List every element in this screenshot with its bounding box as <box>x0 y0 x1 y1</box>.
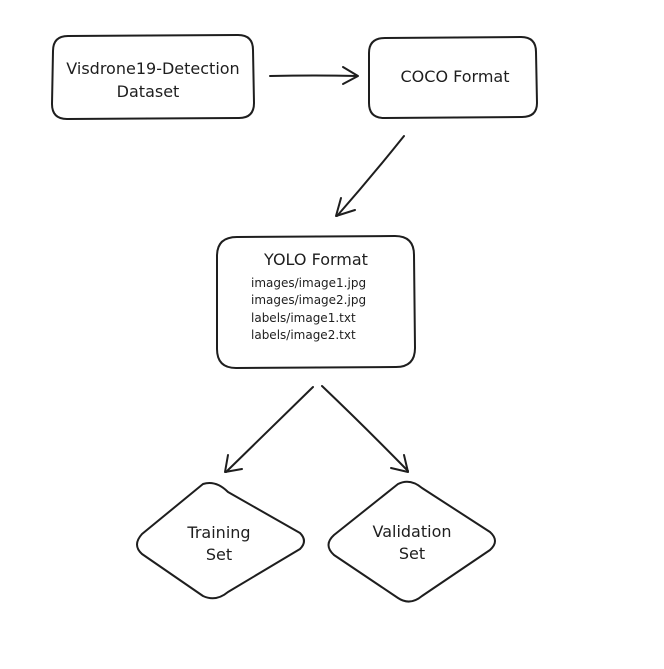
node-training: Training Set <box>136 482 305 600</box>
node-validation: Validation Set <box>327 480 496 603</box>
node-training-diamond <box>136 482 305 600</box>
node-yolo-box <box>216 235 416 369</box>
node-source: Visdrone19-Detection Dataset <box>51 34 255 120</box>
arrow-shaft <box>336 135 405 217</box>
yolo-file-line: labels/image1.txt <box>251 311 356 325</box>
yolo-file-line: labels/image2.txt <box>251 328 356 342</box>
node-validation-label-line-1: Validation <box>372 522 451 541</box>
node-training-label-line-2: Set <box>206 545 232 564</box>
yolo-file-line: images/image2.jpg <box>251 293 366 307</box>
arrow-head <box>224 454 243 473</box>
node-training-label-line-1: Training <box>186 523 250 542</box>
arrow-head <box>342 66 359 85</box>
node-source-label-line-1: Visdrone19-Detection <box>66 59 239 78</box>
arrow-head <box>390 454 409 473</box>
arrow-yolo-to-validation <box>321 385 409 473</box>
arrow-shaft <box>269 74 358 77</box>
node-coco-box <box>368 36 538 119</box>
yolo-file-line: images/image1.jpg <box>251 276 366 290</box>
arrow-coco-to-yolo <box>335 135 405 217</box>
node-source-label-line-2: Dataset <box>117 82 180 101</box>
node-yolo: YOLO Format images/image1.jpg images/ima… <box>216 235 416 369</box>
arrow-head <box>335 197 356 217</box>
node-yolo-title: YOLO Format <box>263 250 368 269</box>
node-validation-diamond <box>327 480 496 603</box>
node-source-box <box>51 34 255 120</box>
arrow-source-to-coco <box>269 66 359 85</box>
arrow-yolo-to-training <box>224 386 314 473</box>
node-validation-label-line-2: Set <box>399 544 425 563</box>
arrow-shaft <box>321 385 409 472</box>
node-coco-label: COCO Format <box>401 67 510 86</box>
node-coco: COCO Format <box>368 36 538 119</box>
arrow-shaft <box>225 386 314 473</box>
